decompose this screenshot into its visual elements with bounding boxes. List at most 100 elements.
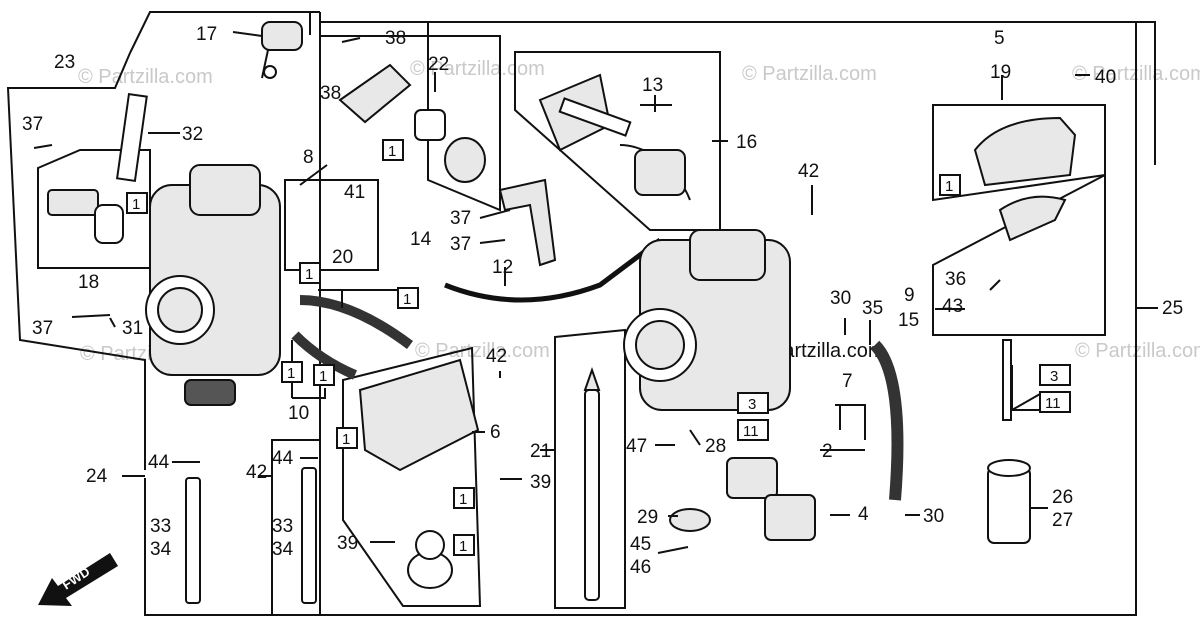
callout: 42 bbox=[798, 161, 819, 182]
callout: 16 bbox=[736, 132, 757, 153]
ref-box: 3 bbox=[748, 396, 756, 413]
frame-left bbox=[6, 11, 321, 616]
frame-22 bbox=[320, 21, 501, 212]
callout: 2 bbox=[822, 441, 833, 462]
callout: 27 bbox=[1052, 510, 1073, 531]
callout: 29 bbox=[637, 507, 658, 528]
callout: 39 bbox=[337, 533, 358, 554]
callout: 26 bbox=[1052, 487, 1073, 508]
ref-box: 1 bbox=[342, 431, 350, 448]
ref-box: 1 bbox=[945, 178, 953, 195]
piston-26 bbox=[987, 459, 1031, 544]
ref-box: 11 bbox=[1045, 395, 1061, 412]
hose-20 bbox=[299, 295, 413, 350]
callout: 22 bbox=[428, 54, 449, 75]
callout: 5 bbox=[994, 28, 1005, 49]
callout: 21 bbox=[530, 441, 551, 462]
link-arm-9 bbox=[998, 195, 1067, 242]
callout: 31 bbox=[122, 318, 143, 339]
jet-needle bbox=[1002, 339, 1012, 421]
callout: 46 bbox=[630, 557, 651, 578]
callout: 42 bbox=[246, 462, 267, 483]
callout: 4 bbox=[858, 504, 869, 525]
ref-box: 1 bbox=[287, 365, 295, 382]
callout: 25 bbox=[1162, 298, 1183, 319]
callout: 42 bbox=[486, 346, 507, 367]
throttle-shaft-16 bbox=[538, 73, 691, 201]
leader-lines bbox=[33, 31, 1158, 554]
watermark: © Partzilla.com bbox=[742, 63, 877, 85]
callout: 43 bbox=[942, 296, 963, 317]
float-bowl-6 bbox=[358, 358, 480, 589]
callout: 15 bbox=[898, 310, 919, 331]
diaphragm-cover-22 bbox=[338, 63, 486, 183]
top-cover-5 bbox=[973, 116, 1077, 187]
linkage-37 bbox=[498, 178, 557, 267]
callout: 18 bbox=[78, 272, 99, 293]
throttle-lever-17 bbox=[261, 21, 303, 79]
callout: 34 bbox=[272, 539, 294, 560]
bracket-18 bbox=[47, 189, 124, 244]
callout: 37 bbox=[22, 114, 43, 135]
washer-29 bbox=[669, 508, 711, 532]
callout: 23 bbox=[54, 52, 75, 73]
ref-box: 1 bbox=[403, 291, 411, 308]
ref-box: 1 bbox=[132, 196, 140, 213]
callout: 9 bbox=[904, 285, 915, 306]
callout: 24 bbox=[86, 466, 108, 487]
callout: 30 bbox=[830, 288, 851, 309]
watermark: © Partzilla.com bbox=[78, 66, 213, 88]
callout: 6 bbox=[490, 422, 501, 443]
callout: 30 bbox=[923, 506, 944, 527]
frame-6 bbox=[342, 346, 482, 607]
air-cutoff-valve-4 bbox=[726, 457, 816, 541]
ref-box: 1 bbox=[388, 143, 396, 160]
drain-tube-33 bbox=[185, 477, 201, 604]
frame-21 bbox=[554, 328, 626, 609]
callout: 10 bbox=[288, 403, 309, 424]
right-carburetor bbox=[623, 229, 791, 411]
callout: 35 bbox=[862, 298, 883, 319]
center-watermark: Partzilla.com bbox=[770, 340, 884, 362]
ref-box: 11 bbox=[743, 423, 759, 440]
watermark: © Partzilla.com bbox=[1075, 340, 1200, 362]
callout: 20 bbox=[332, 247, 353, 268]
callout: 44 bbox=[272, 448, 294, 469]
callout: 36 bbox=[945, 269, 966, 290]
tube-32 bbox=[115, 93, 148, 182]
frame-main bbox=[271, 21, 1156, 616]
boxed-refs: 1 1 1 1 1 1 1 1 1 1 3 11 3 11 bbox=[126, 139, 1071, 556]
callout: 8 bbox=[303, 147, 314, 168]
needle-jet-21 bbox=[583, 366, 601, 601]
callout: 40 bbox=[1095, 67, 1116, 88]
left-carburetor bbox=[145, 164, 281, 406]
callout: 47 bbox=[626, 436, 647, 457]
callout: 44 bbox=[148, 452, 170, 473]
callout-labels: 17 23 38 38 22 37 32 8 41 14 18 20 37 31… bbox=[22, 24, 1183, 578]
callout: 7 bbox=[842, 371, 853, 392]
callout: 37 bbox=[32, 318, 53, 339]
drain-tube-34 bbox=[301, 467, 317, 604]
callout: 33 bbox=[150, 516, 171, 537]
callout: 34 bbox=[150, 539, 172, 560]
watermark: © Partzilla.com bbox=[410, 58, 545, 80]
callout: 37 bbox=[450, 208, 471, 229]
ref-box: 1 bbox=[459, 538, 467, 555]
hose-10 bbox=[291, 331, 357, 380]
callout: 14 bbox=[410, 229, 432, 250]
frame-8 bbox=[284, 179, 379, 271]
callout: 39 bbox=[530, 472, 551, 493]
forward-arrow-icon: FWD bbox=[38, 553, 118, 606]
callout: 13 bbox=[642, 75, 663, 96]
callout: 33 bbox=[272, 516, 293, 537]
callout: 17 bbox=[196, 24, 217, 45]
ref-box: 3 bbox=[1050, 368, 1058, 385]
watermark: © Partzilla.com bbox=[415, 340, 550, 362]
throttle-cable-12 bbox=[444, 238, 662, 303]
callout: 38 bbox=[385, 28, 406, 49]
callout: 12 bbox=[492, 257, 513, 278]
frame-16 bbox=[514, 51, 721, 231]
vent-hose-35 bbox=[870, 340, 904, 501]
